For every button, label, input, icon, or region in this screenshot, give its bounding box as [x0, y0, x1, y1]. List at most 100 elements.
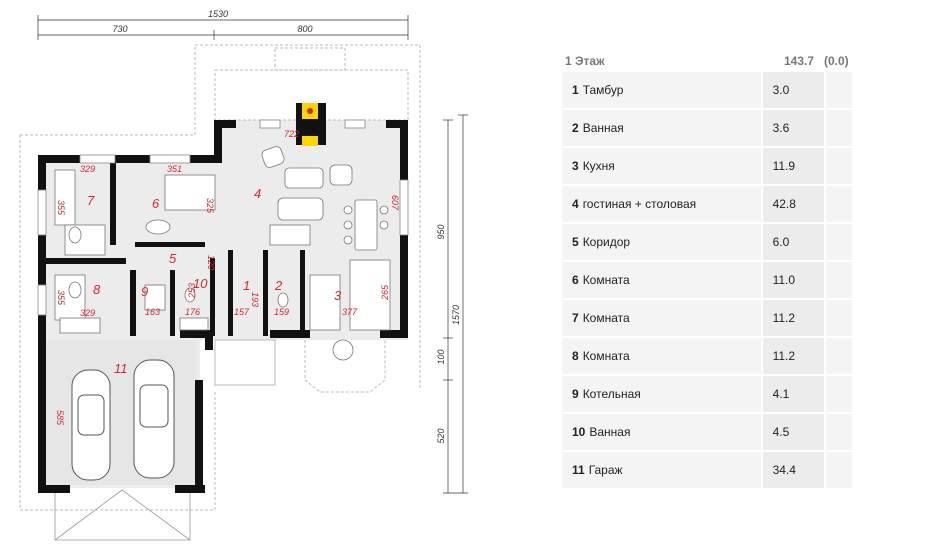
room-number-11: 11 [114, 361, 128, 376]
room-extra-cell [826, 148, 852, 184]
dim-265: 265 [380, 284, 390, 301]
room-area: 4.5 [762, 414, 825, 450]
dim-329a: 329 [80, 164, 95, 174]
cars [71, 359, 175, 481]
room-name: Тамбур [582, 83, 624, 97]
room-number-3: 3 [334, 288, 342, 303]
dim-left-width: 730 [112, 24, 127, 34]
dim-total-width: 1530 [208, 9, 228, 19]
dim-355a: 355 [56, 200, 66, 216]
room-number-5: 5 [169, 251, 177, 266]
dim-351: 351 [167, 164, 182, 174]
driveway [54, 488, 191, 541]
room-name: Кухня [582, 159, 615, 173]
dim-159: 159 [274, 307, 289, 317]
dim-607: 607 [390, 195, 400, 211]
dim-lines [37, 15, 468, 494]
room-number-6: 6 [152, 196, 160, 211]
room-name: Ванная [582, 121, 624, 135]
room-area: 11.2 [762, 338, 825, 374]
walls [38, 120, 408, 493]
dim-176: 176 [185, 307, 200, 317]
room-area: 34.4 [762, 452, 825, 488]
room-name: Комната [582, 349, 630, 363]
dim-329b: 329 [80, 308, 95, 318]
dim-325: 325 [205, 198, 215, 214]
extra-area: (0.0) [824, 54, 849, 68]
dim-355b: 355 [56, 290, 66, 306]
dim-253: 253 [187, 283, 197, 299]
dim-right-width: 800 [297, 24, 312, 34]
room-number: 10 [572, 425, 586, 439]
outline-dashed [19, 44, 421, 511]
room-number-10: 10 [193, 276, 208, 291]
room-area: 3.6 [762, 110, 825, 146]
windows [37, 119, 409, 316]
room-number-8: 8 [93, 282, 101, 297]
room-extra-cell [826, 262, 852, 298]
room-extra-cell [826, 300, 852, 336]
room-number: 8 [572, 349, 579, 363]
dim-157: 157 [234, 307, 250, 317]
room-extra-cell [826, 110, 852, 146]
dim-house-depth: 950 [436, 224, 446, 239]
room-number: 2 [572, 121, 579, 135]
room-number-2: 2 [274, 278, 283, 293]
floor-label: 1 Этаж [565, 54, 605, 68]
room-extra-cell [826, 414, 852, 450]
room-area: 4.1 [762, 376, 825, 412]
room-number-1: 1 [243, 278, 250, 293]
room-number: 6 [572, 273, 579, 287]
furniture [54, 146, 391, 361]
room-area: 42.8 [762, 186, 825, 222]
room-number: 11 [572, 463, 585, 477]
dim-garage-depth: 520 [436, 428, 446, 443]
room-extra-cell [826, 452, 852, 488]
room-number: 5 [572, 235, 579, 249]
room-name: Комната [582, 311, 630, 325]
room-area: 6.0 [762, 224, 825, 260]
room-extra-cell [826, 186, 852, 222]
dim-585: 585 [55, 410, 65, 426]
dim-total-depth: 1570 [451, 305, 461, 325]
room-extra-cell [826, 224, 852, 260]
room-name: Комната [582, 273, 630, 287]
dim-377: 377 [342, 307, 358, 317]
room-name: Ванная [589, 425, 631, 439]
room-name: Котельная [582, 387, 641, 401]
total-area: 143.7 [783, 54, 814, 68]
fireplace [296, 103, 326, 146]
room-number-9: 9 [141, 284, 148, 299]
room-number: 1 [572, 83, 579, 97]
room-extra-cell [826, 376, 852, 412]
room-name: Гараж [588, 463, 623, 477]
dim-163: 163 [145, 307, 160, 317]
room-area: 11.2 [762, 300, 825, 336]
dim-193: 193 [250, 292, 260, 307]
room-area: 11.9 [762, 148, 825, 184]
room-number: 4 [572, 197, 579, 211]
room-area: 11.0 [762, 262, 825, 298]
room-number: 7 [572, 311, 579, 325]
